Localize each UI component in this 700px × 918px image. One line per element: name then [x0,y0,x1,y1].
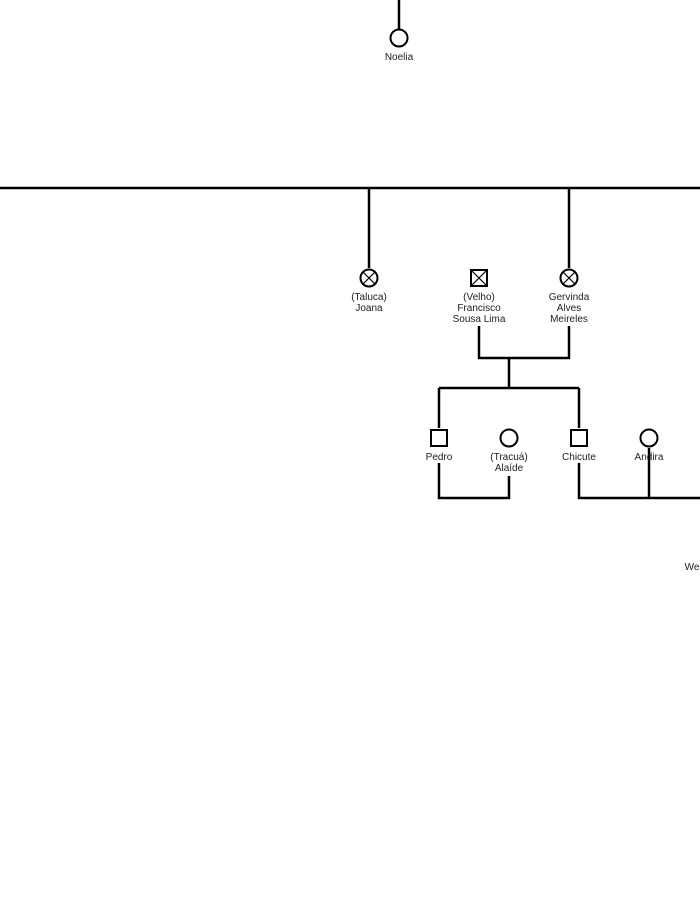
female-icon [499,428,519,448]
person-name-line: Noelia [384,52,414,63]
male-deceased-icon [470,269,488,287]
kinship-lines [0,0,700,500]
person-name-line: Joana [355,303,383,314]
person-label-andira: Andira [635,452,664,463]
person-name-line: Pedro [425,452,453,463]
person-name-line: Sousa Lima [452,314,506,325]
person-label-pedro: Pedro [426,452,453,463]
kinship-line [477,326,571,360]
female-deceased-icon [559,268,579,288]
person-name-line: Meireles [550,314,588,325]
person-name-line: Alves [556,303,582,314]
person-name-line: (Velho) [463,292,495,303]
person-name-line: Francisco [457,303,501,314]
person-name-line: Alaíde [494,463,524,474]
person-label-we: We [685,562,700,573]
person-name-line: (Taluca) [351,292,387,303]
person-symbols [359,28,659,448]
female-icon [389,28,409,48]
person-name-line: Chicute [562,452,596,463]
person-label-alaide: (Tracuá)Alaíde [490,452,527,474]
male-icon [430,429,448,447]
person-label-joana: (Taluca)Joana [351,292,387,314]
person-name-line: Gervinda [548,292,590,303]
person-label-chicute: Chicute [562,452,596,463]
person-name-line: Andira [634,452,664,463]
female-deceased-icon [359,268,379,288]
kinship-line [437,463,511,500]
person-label-noelia: Noelia [385,52,413,63]
kinship-line [577,463,700,500]
male-icon [570,429,588,447]
female-icon [639,428,659,448]
person-name-line: We [684,562,700,573]
person-name-line: (Tracuá) [490,452,528,463]
